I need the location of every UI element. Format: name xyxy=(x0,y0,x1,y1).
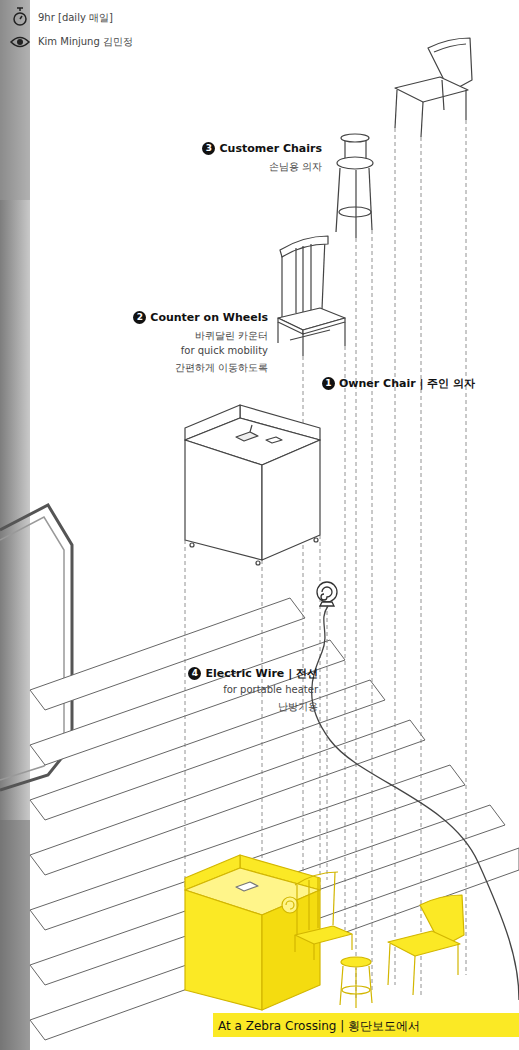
callout-number: 4 xyxy=(188,667,201,680)
label-row: 1 Owner Chair | 주인 의자 xyxy=(322,376,475,391)
assembled-setup xyxy=(185,855,464,1010)
part-name: Counter on Wheels xyxy=(150,311,268,324)
stopwatch-icon xyxy=(14,8,26,25)
callout-number: 3 xyxy=(202,142,215,155)
label-row: 손님용 의자 xyxy=(269,160,322,174)
eye-icon xyxy=(11,38,29,47)
projection-lines xyxy=(185,120,466,1000)
stool xyxy=(336,134,373,238)
plastic-chair xyxy=(395,38,472,137)
part-note: for portable heater xyxy=(223,684,318,695)
part-name: Owner Chair | 주인 의자 xyxy=(339,376,475,391)
highlight-band: At a Zebra Crossing | 횡단보도에서 xyxy=(213,1013,519,1037)
label-row: 간편하게 이동하도록 xyxy=(175,361,268,375)
label-row: 4 Electric Wire | 전선 xyxy=(188,666,318,681)
zebra-stripes xyxy=(30,598,519,1040)
part-name: Customer Chairs xyxy=(219,142,322,155)
callout-number: 2 xyxy=(133,311,146,324)
part-name: Electric Wire | 전선 xyxy=(205,666,318,681)
heater xyxy=(317,582,337,606)
label-row: 2 Counter on Wheels xyxy=(133,311,268,324)
electric-wire xyxy=(312,606,519,1000)
label-row: 9hr [daily 매일] xyxy=(38,11,113,25)
counter xyxy=(185,405,320,565)
observer-text: Kim Minjung 김민정 xyxy=(38,35,133,49)
label-row: for quick mobility xyxy=(181,345,268,356)
part-note: for quick mobility xyxy=(181,345,268,356)
band-text: At a Zebra Crossing | 횡단보도에서 xyxy=(218,1019,420,1033)
label-row: Kim Minjung 김민정 xyxy=(38,35,133,49)
callout-number: 1 xyxy=(322,377,335,390)
label-row: 3 Customer Chairs xyxy=(202,142,322,155)
duration-text: 9hr [daily 매일] xyxy=(38,11,113,25)
part-name-korean: 바퀴달린 카운터 xyxy=(195,329,268,343)
label-row: 바퀴달린 카운터 xyxy=(195,329,268,343)
part-note-korean: 난방기용 xyxy=(278,700,318,714)
part-name-korean: 손님용 의자 xyxy=(269,160,322,174)
label-row: for portable heater xyxy=(223,684,318,695)
label-row: 난방기용 xyxy=(278,700,318,714)
wooden-chair xyxy=(278,236,345,356)
part-note-korean: 간편하게 이동하도록 xyxy=(175,361,268,375)
